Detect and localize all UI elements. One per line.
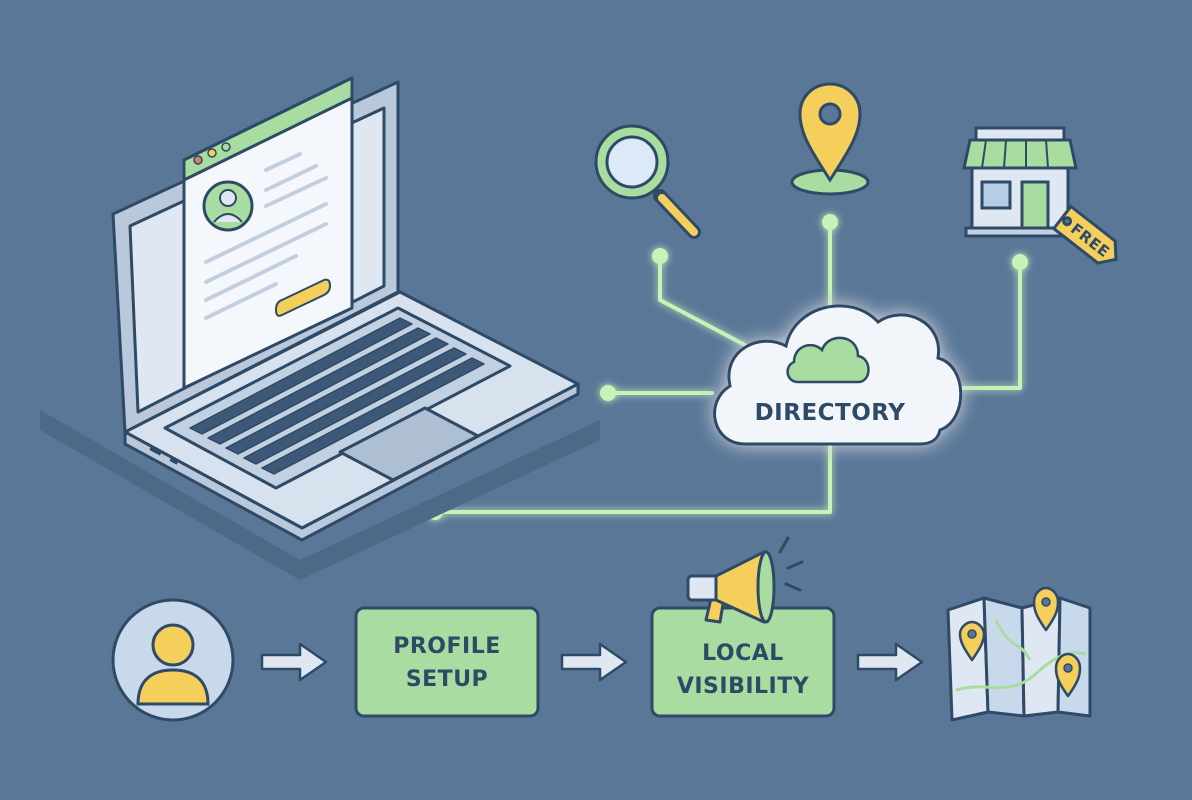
arrow-right-icon <box>260 642 328 682</box>
directory-label: DIRECTORY <box>755 400 906 426</box>
profile-setup-line1: PROFILE <box>393 634 501 659</box>
map-pin <box>1032 586 1060 632</box>
small-cloud-icon <box>786 336 870 384</box>
laptop-base-edge <box>123 382 580 542</box>
map-pin <box>958 620 986 662</box>
price-tag-hole <box>1062 216 1073 227</box>
connector-store <box>948 260 1022 390</box>
laptop-port <box>149 445 163 456</box>
connector-lines <box>433 220 1022 514</box>
local-visibility-box: LOCAL VISIBILITY <box>650 606 836 718</box>
window-dot-red <box>193 155 203 165</box>
price-tag-icon: FREE <box>1051 204 1118 265</box>
profile-text-lines <box>204 152 328 320</box>
keyboard-keys <box>189 317 485 475</box>
storefront-icon: FREE <box>962 126 1118 265</box>
local-visibility-line2: VISIBILITY <box>677 674 810 699</box>
window-dot-yellow <box>207 148 217 158</box>
map-pin <box>1054 652 1082 698</box>
arrow-right-icon <box>856 642 924 682</box>
laptop-trackpad <box>338 406 480 482</box>
store-roof-top <box>974 126 1066 142</box>
connector-search <box>658 256 747 347</box>
map-panel-1 <box>946 596 990 722</box>
magnifier-lens <box>605 135 659 189</box>
arrow-right-icon <box>560 642 628 682</box>
profile-avatar-head <box>219 189 237 207</box>
local-visibility-line1: LOCAL <box>702 641 784 666</box>
location-pin-icon <box>790 82 870 196</box>
connector-bottom <box>433 443 832 514</box>
user-avatar-icon <box>111 598 235 722</box>
magnifier-handle-fill <box>658 194 698 236</box>
pin-body <box>798 82 862 183</box>
megaphone-mouth <box>756 550 776 624</box>
store-awning-stripes <box>981 139 1049 169</box>
connector-node <box>652 248 668 264</box>
profile-avatar-body <box>213 213 243 223</box>
map-panel-2 <box>982 596 1026 718</box>
store-window <box>980 180 1012 210</box>
browser-titlebar <box>182 76 354 182</box>
profile-setup-box: PROFILE SETUP <box>354 606 540 718</box>
magnifying-glass-icon <box>594 124 701 239</box>
store-door <box>1020 180 1050 230</box>
profile-cta-button <box>275 278 331 317</box>
avatar-head <box>151 623 195 667</box>
laptop-port <box>169 457 179 465</box>
megaphone-icon <box>686 536 804 624</box>
connector-node <box>600 385 616 401</box>
avatar-body <box>136 668 210 706</box>
map-with-pins-icon <box>946 586 1092 722</box>
pin-hole <box>818 102 842 126</box>
flow-arrows <box>260 642 924 682</box>
connector-node <box>1012 254 1028 270</box>
connector-node <box>822 214 838 230</box>
laptop-icon <box>40 76 600 580</box>
window-dot-green <box>221 142 231 152</box>
megaphone-sound-lines <box>778 536 804 592</box>
megaphone-back <box>686 574 720 602</box>
profile-setup-line2: SETUP <box>406 667 488 692</box>
store-awning <box>962 138 1078 170</box>
